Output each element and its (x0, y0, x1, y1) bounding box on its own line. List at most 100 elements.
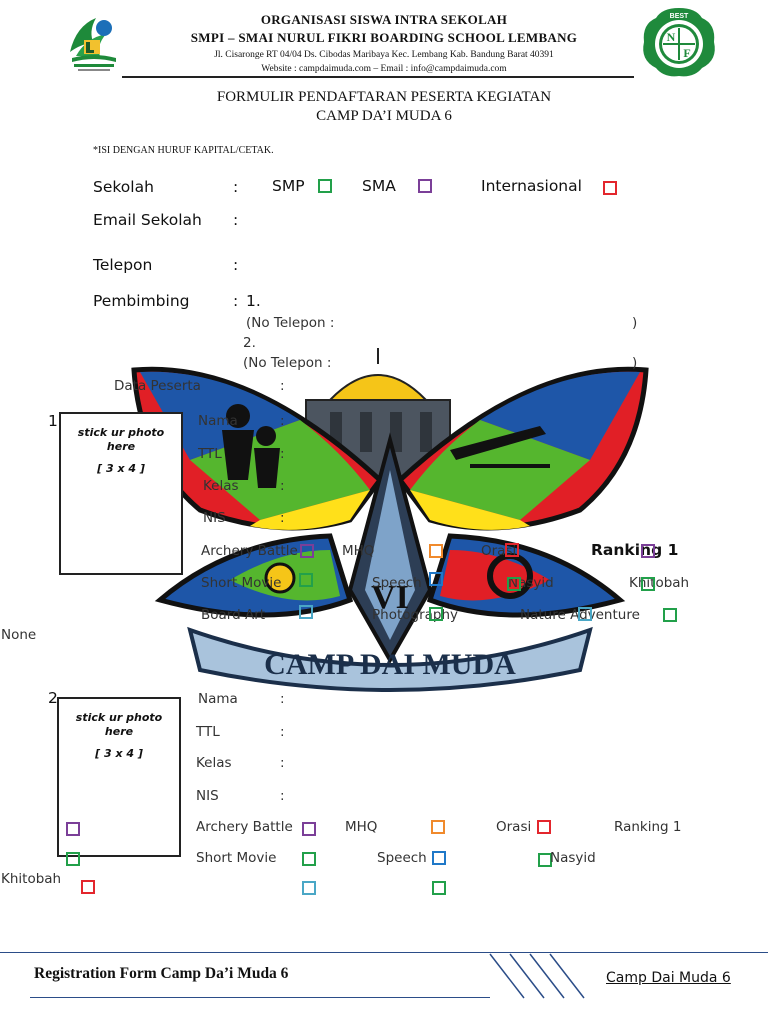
participant-2-photo-size: [ 3 x 4 ] (95, 747, 143, 760)
pembimbing-1-phone-label: (No Telepon : (246, 315, 335, 331)
pembimbing-1-phone-close: ) (632, 315, 638, 331)
participant-2-kelas-colon: : (280, 755, 285, 771)
right-logo-top-text: BEST (670, 13, 689, 20)
org-address: Jl. Cisaronge RT 04/04 Ds. Cibodas Marib… (214, 50, 554, 60)
footer-stripes (489, 953, 585, 999)
p1-mhq-checkbox[interactable] (429, 544, 443, 558)
p2-short-movie-label: Short Movie (196, 850, 277, 866)
p2-mhq-checkbox[interactable] (431, 820, 445, 834)
participant-1-number: 1 (48, 412, 58, 430)
pembimbing-colon: : (233, 292, 239, 310)
data-peserta-label: Data Peserta (114, 378, 201, 394)
p2-extra-checkbox-2[interactable] (66, 852, 80, 866)
p2-ranking-label: Ranking 1 (614, 819, 682, 835)
option-sma-checkbox[interactable] (418, 179, 432, 193)
p1-khitobah-checkbox[interactable] (641, 577, 655, 591)
camp-emblem: VI CAMP DAI MUDA (131, 348, 649, 692)
emblem-banner-text: CAMP DAI MUDA (264, 648, 516, 681)
participant-2-nis-label: NIS (196, 788, 219, 804)
p2-extra-checkbox-3[interactable] (302, 881, 316, 895)
p2-extra-checkbox-4[interactable] (432, 881, 446, 895)
p2-nasyid-label: Nasyid (550, 850, 596, 866)
p1-speech-checkbox[interactable] (429, 572, 443, 586)
p1-speech-label: Speech (372, 575, 422, 591)
p1-khitobah-label: Khitobah (629, 575, 690, 591)
participant-1-kelas-colon: : (280, 478, 285, 494)
participant-1-nama-colon: : (280, 413, 285, 429)
participant-1-photo-size: [ 3 x 4 ] (97, 462, 145, 475)
footer-divider (0, 952, 768, 953)
p1-none-label: None (1, 627, 37, 643)
participant-1-ttl-label: TTL (198, 446, 222, 462)
pembimbing-2-phone-close: ) (632, 355, 638, 371)
p2-archery-label: Archery Battle (196, 819, 293, 835)
school-logo-right: BEST N F (643, 8, 715, 77)
p1-board-art-checkbox[interactable] (299, 605, 313, 619)
p2-nasyid-checkbox[interactable] (538, 853, 552, 867)
email-label: Email Sekolah (93, 211, 202, 229)
option-internasional-label: Internasional (481, 177, 582, 195)
option-smp-checkbox[interactable] (318, 179, 332, 193)
p2-speech-label: Speech (377, 850, 427, 866)
school-logo-left (70, 18, 116, 71)
p1-extra-checkbox[interactable] (663, 608, 677, 622)
p1-photography-checkbox[interactable] (429, 607, 443, 621)
sekolah-colon: : (233, 178, 239, 196)
telepon-colon: : (233, 256, 239, 274)
org-line1: ORGANISASI SISWA INTRA SEKOLAH (260, 12, 508, 27)
participant-1-kelas-label: Kelas (203, 478, 239, 494)
p1-photography-label: Photography (372, 607, 459, 623)
participant-2-nama-label: Nama (198, 691, 238, 707)
option-smp-label: SMP (272, 177, 305, 195)
participant-1-ttl-colon: : (280, 446, 285, 462)
p1-archery-label: Archery Battle (201, 543, 298, 559)
p1-nature-adventure-checkbox[interactable] (578, 607, 592, 621)
form-title-line2: CAMP DA’I MUDA 6 (316, 108, 452, 124)
footer-underline (30, 997, 490, 998)
option-internasional-checkbox[interactable] (603, 181, 617, 195)
data-peserta-colon: : (280, 378, 285, 394)
p2-khitobah-checkbox[interactable] (81, 880, 95, 894)
footer-left-text: Registration Form Camp Da’i Muda 6 (34, 965, 289, 982)
p2-orasi-checkbox[interactable] (537, 820, 551, 834)
sekolah-label: Sekolah (93, 178, 154, 196)
pembimbing-label: Pembimbing (93, 292, 190, 310)
p2-extra-checkbox-1[interactable] (66, 822, 80, 836)
telepon-label: Telepon (93, 256, 153, 274)
email-colon: : (233, 211, 239, 229)
pembimbing-1-number: 1. (246, 292, 261, 310)
p1-orasi-checkbox[interactable] (505, 543, 519, 557)
p2-short-movie-checkbox[interactable] (302, 852, 316, 866)
participant-2-number: 2 (48, 689, 58, 707)
header-divider (122, 76, 634, 78)
org-contact: Website : campdaimuda.com – Email : info… (261, 64, 507, 74)
p1-mhq-label: MHQ (342, 543, 375, 559)
participant-1-nama-label: Nama (198, 413, 238, 429)
p2-orasi-label: Orasi (496, 819, 532, 835)
right-logo-letter-f: F (683, 46, 690, 60)
p1-archery-checkbox[interactable] (300, 544, 314, 558)
participant-2-ttl-label: TTL (196, 724, 220, 740)
footer-right-link[interactable]: Camp Dai Muda 6 (606, 970, 731, 986)
p1-ranking-label: Ranking 1 (591, 541, 679, 559)
participant-1-nis-label: NIS (203, 510, 226, 526)
p1-ranking-checkbox[interactable] (641, 544, 655, 558)
p2-mhq-label: MHQ (345, 819, 378, 835)
p2-archery-checkbox[interactable] (302, 822, 316, 836)
p2-speech-checkbox[interactable] (432, 851, 446, 865)
option-sma-label: SMA (362, 177, 396, 195)
participant-1-nis-colon: : (280, 510, 285, 526)
participant-2-ttl-colon: : (280, 724, 285, 740)
form-note: *ISI DENGAN HURUF KAPITAL/CETAK. (93, 145, 274, 156)
p1-nasyid-checkbox[interactable] (507, 577, 521, 591)
participant-2-kelas-label: Kelas (196, 755, 232, 771)
p1-board-art-label: Board Art (201, 607, 266, 623)
org-line2: SMPI – SMAI NURUL FIKRI BOARDING SCHOOL … (190, 30, 578, 45)
right-logo-letter-n: N (667, 30, 676, 44)
p1-short-movie-checkbox[interactable] (299, 573, 313, 587)
pembimbing-2-number: 2. (243, 335, 256, 351)
